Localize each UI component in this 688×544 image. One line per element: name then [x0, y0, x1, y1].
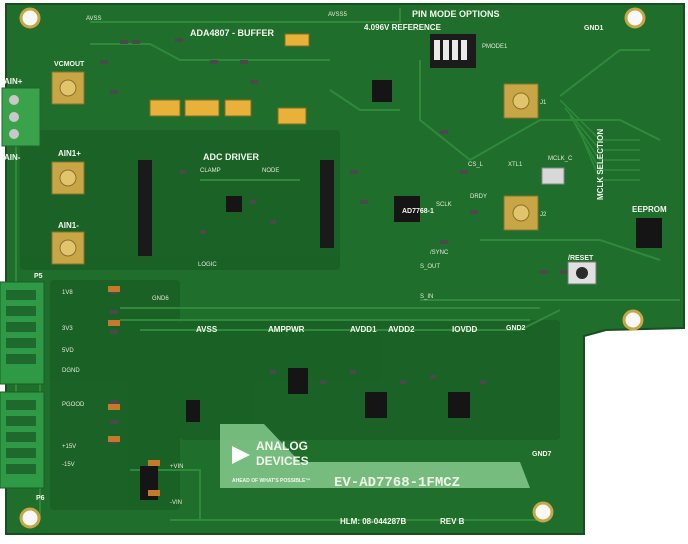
label-pin-mode: PIN MODE OPTIONS — [412, 9, 500, 19]
label-adc-driver: ADC DRIVER — [203, 152, 260, 162]
label-cs: CS_L — [468, 162, 484, 168]
label-reference: 4.096V REFERENCE — [364, 23, 442, 32]
orange-capacitors — [108, 286, 160, 496]
label-dgnd: DGND — [62, 368, 80, 374]
label-ain1-plus: AIN1+ — [58, 149, 81, 158]
label-xtl1: XTL1 — [508, 162, 523, 168]
pin-mode-dip-switch — [430, 34, 476, 68]
label-iovdd: IOVDD — [452, 325, 478, 334]
label-avss-mid: AVSS — [196, 325, 218, 334]
label-avss-top: AVSS — [86, 16, 102, 22]
label-adc-chip: AD7768-1 — [402, 208, 434, 215]
label-ain-minus: AIN- — [4, 153, 21, 162]
label-logic: LOGIC — [198, 262, 217, 268]
label-gnd2: GND2 — [506, 325, 526, 332]
board-part-number: EV-AD7768-1FMCZ — [334, 475, 460, 491]
pin-headers — [138, 160, 334, 256]
label-1v8: 1V8 — [62, 290, 73, 296]
logo-analog: ANALOG — [256, 439, 308, 453]
label-p6: P6 — [36, 495, 45, 502]
label-eeprom: EEPROM — [632, 205, 667, 214]
label-sclk: SCLK — [436, 202, 452, 208]
label-plus15v: +15V — [62, 444, 76, 450]
label-pgood: PGOOD — [62, 402, 85, 408]
label-avss5: AVSS5 — [328, 12, 348, 18]
label-buffer: ADA4807 - BUFFER — [190, 28, 275, 38]
label-mclk-selection: MCLK SELECTION — [596, 129, 605, 200]
ain-terminal-block — [1, 87, 41, 147]
mclk-traces — [559, 99, 640, 181]
label-avdd2: AVDD2 — [388, 325, 415, 334]
label-avdd1: AVDD1 — [350, 325, 377, 334]
label-s-in: S_IN — [420, 294, 433, 300]
label-vcmout: VCMOUT — [54, 61, 85, 68]
label-reference-line1: 4.096V REFERENCE — [364, 23, 442, 32]
crystal-oscillator — [541, 167, 565, 185]
label-j2: J2 — [540, 212, 547, 218]
label-j1: J1 — [540, 100, 547, 106]
logo-devices: DEVICES — [256, 454, 309, 468]
power-terminal-blocks — [0, 281, 45, 489]
label-gnd1: GND1 — [584, 25, 604, 32]
label-clamp: CLAMP — [200, 168, 221, 174]
mounting-holes — [19, 7, 646, 529]
label-node: NODE — [262, 168, 279, 174]
label-drdy: DRDY — [470, 194, 487, 200]
label-plus-vin: +VIN — [170, 464, 184, 470]
label-pmode1: PMODE1 — [482, 44, 508, 50]
adi-logo-plate — [220, 424, 530, 488]
label-minus15v: -15V — [62, 462, 75, 468]
label-3v3: 3V3 — [62, 326, 73, 332]
label-5vd: 5VD — [62, 348, 74, 354]
label-mclk-c: MCLK_C — [548, 156, 573, 162]
label-ain1-minus: AIN1- — [58, 221, 79, 230]
label-reset: /RESET — [568, 255, 594, 262]
label-gnd6: GND6 — [152, 296, 169, 302]
label-ain-plus: AIN+ — [4, 77, 23, 86]
label-p5: P5 — [34, 273, 43, 280]
label-gnd7: GND7 — [532, 451, 552, 458]
adi-triangle-icon — [232, 446, 250, 464]
logo-tagline: AHEAD OF WHAT'S POSSIBLE™ — [232, 478, 310, 484]
label-amppwr: AMPPWR — [268, 325, 305, 334]
board-rev: REV B — [440, 517, 465, 526]
tantalum-capacitors — [149, 33, 310, 125]
sma-connectors — [51, 71, 539, 265]
label-minus-vin: -VIN — [170, 500, 182, 506]
pcb-traces — [15, 8, 680, 521]
label-s-out: S_OUT — [420, 264, 440, 270]
board-hlm: HLM: 08-044287B — [340, 517, 406, 526]
reset-button — [567, 261, 597, 285]
label-sync: /SYNC — [430, 250, 449, 256]
